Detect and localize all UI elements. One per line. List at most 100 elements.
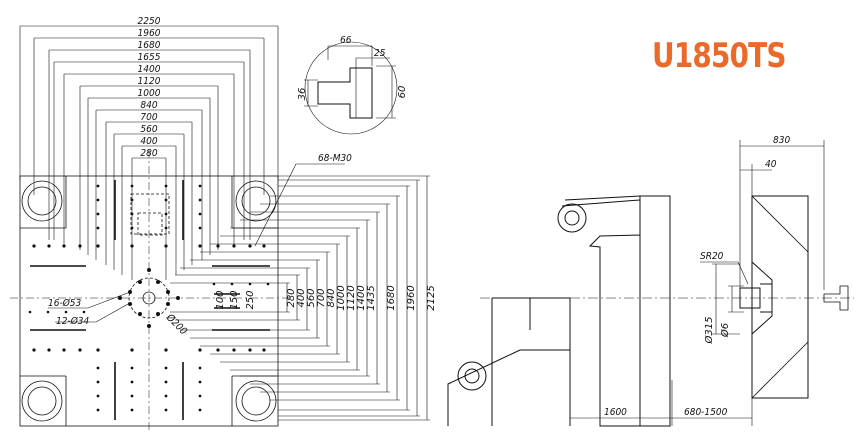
platen-hole xyxy=(96,226,100,230)
platen-hole xyxy=(64,310,68,314)
leader-thread xyxy=(254,163,345,247)
platen-hole xyxy=(156,280,160,284)
platen-hole xyxy=(198,394,202,398)
inner-dim-100: 100 xyxy=(215,290,226,309)
platen-hole xyxy=(164,380,168,384)
platen-hole xyxy=(78,244,82,248)
platen-hole xyxy=(262,348,266,352)
inner-dim-150: 150 xyxy=(229,290,240,309)
platen-hole xyxy=(28,310,32,314)
hole-pattern xyxy=(28,184,270,412)
nozzle-dim-60: 60 xyxy=(397,86,408,99)
platen-hole xyxy=(130,212,134,216)
platen-hole xyxy=(138,312,142,316)
platen-hole xyxy=(198,184,202,188)
platen-hole xyxy=(147,324,151,328)
platen-hole xyxy=(164,212,168,216)
platen-hole xyxy=(130,380,134,384)
platen-hole xyxy=(96,198,100,202)
platen-hole xyxy=(164,198,168,202)
platen-hole xyxy=(46,310,50,314)
platen-hole xyxy=(138,280,142,284)
platen-hole xyxy=(130,366,134,370)
width-dim-2250: 2250 xyxy=(138,16,161,27)
width-dim-1655: 1655 xyxy=(138,52,161,63)
platen-hole xyxy=(198,408,202,412)
platen-hole xyxy=(96,244,100,248)
platen-hole xyxy=(248,244,252,248)
platen-hole xyxy=(164,226,168,230)
label-thread-holes: 68-M30 xyxy=(318,153,352,164)
platen-hole xyxy=(176,296,180,300)
platen-hole xyxy=(232,348,236,352)
platen-hole xyxy=(96,408,100,412)
platen-hole xyxy=(78,348,82,352)
label-center-circle: Ø200 xyxy=(163,311,190,338)
platen-hole xyxy=(164,366,168,370)
height-dim-400: 400 xyxy=(296,288,307,307)
platen-hole xyxy=(164,394,168,398)
platen-hole xyxy=(198,244,202,248)
platen-hole xyxy=(130,244,134,248)
inner-dim-250: 250 xyxy=(245,290,256,309)
platen-hole xyxy=(262,244,266,248)
width-dim-1120: 1120 xyxy=(138,76,161,87)
platen-hole xyxy=(164,184,168,188)
height-dim-1960: 1960 xyxy=(406,285,417,310)
platen-hole xyxy=(216,348,220,352)
width-dim-1000: 1000 xyxy=(138,88,161,99)
height-dim-1400: 1400 xyxy=(356,285,367,310)
platen-hole xyxy=(96,212,100,216)
platen-hole xyxy=(82,310,86,314)
platen-hole xyxy=(198,212,202,216)
width-dim-700: 700 xyxy=(140,112,157,123)
platen-hole xyxy=(118,296,122,300)
height-dim-700: 700 xyxy=(316,288,327,307)
platen-hole xyxy=(62,348,66,352)
width-dim-560: 560 xyxy=(140,124,157,135)
side-dim-bore-315: Ø315 xyxy=(703,317,715,345)
platen-hole xyxy=(128,290,132,294)
platen-hole xyxy=(32,244,36,248)
height-dim-840: 840 xyxy=(326,288,337,307)
width-dim-400: 400 xyxy=(140,136,157,147)
platen-hole xyxy=(147,268,151,272)
side-dim-680-1500: 680-1500 xyxy=(684,407,728,418)
platen-hole xyxy=(128,302,132,306)
height-dim-560: 560 xyxy=(306,288,317,307)
platen-hole xyxy=(130,348,134,352)
platen-hole xyxy=(266,282,270,286)
platen-hole xyxy=(130,184,134,188)
width-dim-1960: 1960 xyxy=(138,28,161,39)
width-dimension-lines xyxy=(19,25,279,280)
platen-hole xyxy=(47,244,51,248)
platen-hole xyxy=(156,312,160,316)
platen-hole xyxy=(230,282,234,286)
platen-hole xyxy=(198,198,202,202)
height-dimension-lines xyxy=(170,175,430,421)
side-dim-40: 40 xyxy=(765,159,777,170)
platen-hole xyxy=(164,244,168,248)
platen-hole xyxy=(248,282,252,286)
width-dim-1680: 1680 xyxy=(138,40,161,51)
platen-hole xyxy=(198,366,202,370)
platen-hole xyxy=(216,244,220,248)
platen-hole xyxy=(96,348,100,352)
height-dim-1000: 1000 xyxy=(336,285,347,310)
width-dim-840: 840 xyxy=(140,100,157,111)
platen-hole xyxy=(248,348,252,352)
model-name: U1850TS xyxy=(652,36,786,76)
height-dim-280: 280 xyxy=(286,288,297,307)
width-dim-1400: 1400 xyxy=(138,64,161,75)
height-dim-1120: 1120 xyxy=(346,285,357,310)
label-holes-small: 12-Ø34 xyxy=(56,315,89,327)
height-dim-1680: 1680 xyxy=(386,285,397,310)
platen-hole xyxy=(130,408,134,412)
label-holes-large: 16-Ø53 xyxy=(48,297,81,309)
platen-hole xyxy=(62,244,66,248)
fixed-platen xyxy=(751,195,809,399)
platen-hole xyxy=(130,394,134,398)
platen-hole xyxy=(232,244,236,248)
tie-bar-holes xyxy=(21,180,277,422)
